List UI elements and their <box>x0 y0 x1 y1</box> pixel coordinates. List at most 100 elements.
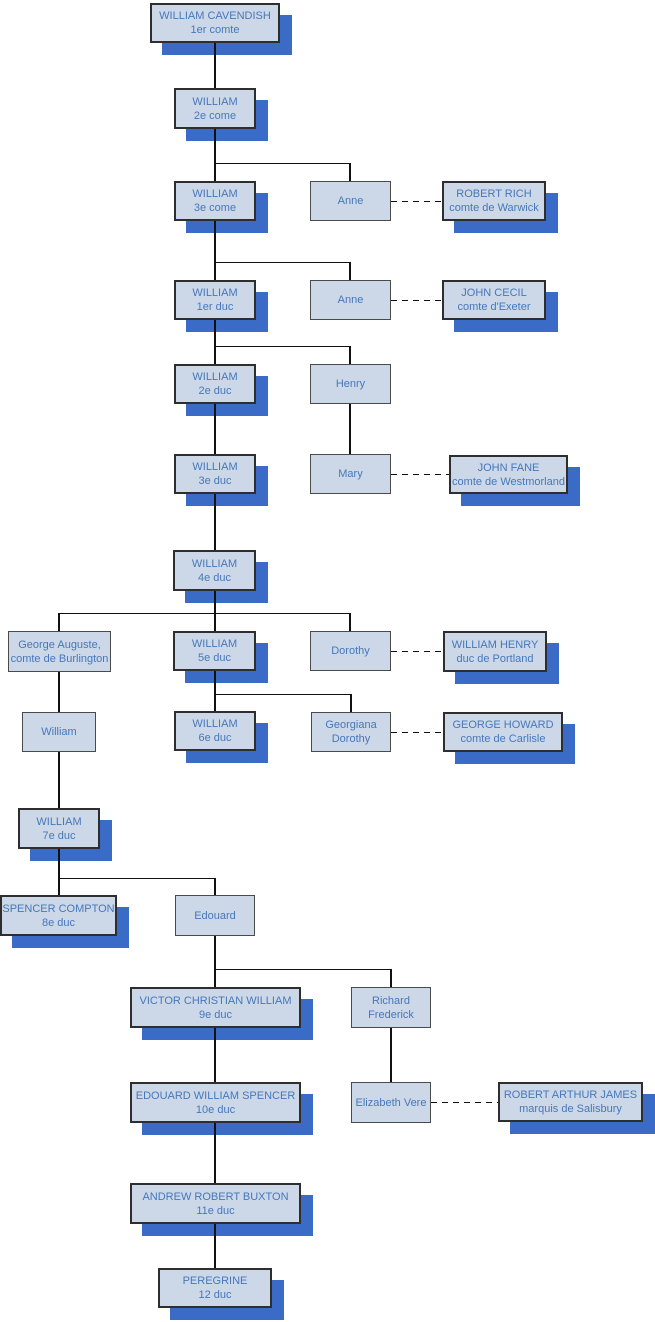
node-william-3e-duc: WILLIAM 3e duc <box>174 454 256 494</box>
person-name: WILLIAM HENRY <box>451 638 539 651</box>
node-william-1er-duc: WILLIAM 1er duc <box>174 280 256 320</box>
connector-line <box>215 694 352 695</box>
connector-line <box>349 404 351 454</box>
marriage-dashed-line <box>391 732 444 733</box>
person-name: William <box>41 726 77 738</box>
person-title: 7e duc <box>42 829 76 842</box>
connector-line <box>349 346 351 364</box>
person-name: WILLIAM <box>192 188 238 200</box>
person-title: Dorothy <box>331 733 371 745</box>
person-name: WILLIAM <box>36 815 82 828</box>
person-name: ROBERT ARTHUR JAMES <box>503 1089 638 1101</box>
person-title: 10e duc <box>195 1103 236 1116</box>
person-name: SPENCER COMPTON <box>2 902 115 915</box>
marriage-dashed-line <box>391 201 443 202</box>
person-name: Dorothy <box>331 645 370 657</box>
node-william-b: William <box>22 712 96 752</box>
person-title: duc de Portland <box>456 652 534 665</box>
connector-line <box>390 1028 392 1082</box>
node-william-6e-duc: WILLIAM 6e duc <box>174 711 256 751</box>
connector-line <box>59 613 351 614</box>
person-name: Anne <box>337 294 364 306</box>
connector-line <box>214 969 216 987</box>
node-dorothy: Dorothy <box>310 631 391 671</box>
node-edouard: Edouard <box>175 895 255 936</box>
person-title: 9e duc <box>198 1008 233 1021</box>
person-name: Mary <box>338 468 363 480</box>
connector-line <box>214 404 216 454</box>
person-title: 1er comte <box>190 24 240 36</box>
connector-line <box>214 1028 216 1082</box>
connector-line <box>215 969 392 970</box>
node-elizabeth-vere: Elizabeth Vere <box>351 1082 431 1123</box>
connector-line <box>214 494 216 550</box>
person-name: Anne <box>337 195 364 207</box>
person-name: GEORGE HOWARD <box>452 719 554 731</box>
connector-line <box>214 1123 216 1183</box>
person-name: VICTOR CHRISTIAN WILLIAM <box>139 994 292 1007</box>
person-name: WILLIAM <box>192 461 238 473</box>
marriage-dashed-line <box>391 474 450 475</box>
node-anne-1: Anne <box>310 181 391 221</box>
connector-line <box>214 613 216 631</box>
connector-line <box>214 129 216 163</box>
person-title: comte d'Exeter <box>457 301 531 313</box>
person-title: Frederick <box>368 1008 414 1021</box>
connector-line <box>214 694 216 711</box>
person-name: WILLIAM <box>192 95 238 108</box>
person-name: JOHN FANE <box>477 461 540 474</box>
person-name: ROBERT RICH <box>456 188 532 200</box>
person-name: Georgiana <box>325 719 377 731</box>
person-name: WILLIAM <box>191 638 238 650</box>
person-name: Henry <box>335 378 366 390</box>
connector-line <box>349 163 351 181</box>
person-title: marquis de Salisbury <box>519 1103 622 1115</box>
connector-line <box>214 591 216 613</box>
node-henry: Henry <box>310 364 391 404</box>
connector-line <box>215 163 351 164</box>
connector-line <box>58 613 60 631</box>
connector-line <box>214 878 216 895</box>
person-title: 3e duc <box>198 475 232 487</box>
marriage-dashed-line <box>391 300 443 301</box>
person-title: comte de Carlisle <box>460 733 546 745</box>
connector-line <box>215 262 351 263</box>
connector-line <box>350 694 352 712</box>
person-title: 3e come <box>193 202 237 214</box>
node-george-howard: GEORGE HOWARD comte de Carlisle <box>443 712 563 752</box>
connector-line <box>215 346 351 347</box>
person-name: WILLIAM <box>192 287 238 299</box>
person-title: comte de Burlington <box>10 652 109 665</box>
connector-line <box>214 936 216 969</box>
connector-line <box>390 969 392 987</box>
connector-line <box>214 671 216 694</box>
node-george-auguste: George Auguste,comte de Burlington <box>8 631 111 672</box>
connector-line <box>214 163 216 181</box>
person-name: WILLIAM <box>191 557 238 570</box>
node-anne-2: Anne <box>310 280 391 320</box>
connector-line <box>349 262 351 280</box>
person-title: 1er duc <box>196 301 234 313</box>
person-title: 11e duc <box>196 1204 235 1217</box>
person-name: WILLIAM <box>192 718 238 730</box>
person-title: 12 duc <box>198 1289 232 1301</box>
person-title: comte de Westmorland <box>452 475 565 488</box>
node-mary: Mary <box>310 454 391 494</box>
marriage-dashed-line <box>391 651 444 652</box>
person-title: 2e come <box>193 109 237 122</box>
person-title: 6e duc <box>198 732 232 744</box>
